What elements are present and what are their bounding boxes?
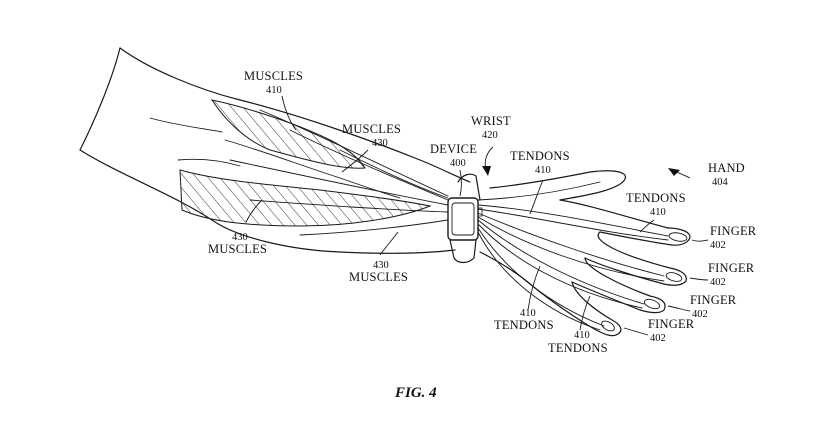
svg-text:DEVICE: DEVICE — [430, 142, 477, 156]
svg-text:410: 410 — [266, 85, 282, 96]
label-wrist: WRIST 420 — [471, 114, 511, 141]
forearm-muscle-lines — [229, 109, 449, 236]
svg-text:430: 430 — [232, 232, 248, 243]
svg-text:MUSCLES: MUSCLES — [208, 242, 267, 256]
arm-outline — [79, 47, 471, 254]
svg-text:TENDONS: TENDONS — [626, 191, 686, 205]
svg-text:HAND: HAND — [708, 161, 745, 175]
svg-text:404: 404 — [712, 177, 729, 188]
label-tendons-mid: 410 TENDONS — [494, 308, 554, 332]
svg-text:402: 402 — [710, 277, 726, 288]
svg-text:TENDONS: TENDONS — [494, 318, 554, 332]
svg-text:430: 430 — [372, 138, 388, 149]
svg-text:FINGER: FINGER — [710, 224, 757, 238]
label-muscles-410: MUSCLES 410 — [244, 69, 303, 96]
svg-text:410: 410 — [535, 165, 551, 176]
svg-text:FINGER: FINGER — [690, 293, 737, 307]
svg-text:410: 410 — [574, 330, 590, 341]
svg-text:TENDONS: TENDONS — [548, 341, 608, 355]
svg-text:410: 410 — [520, 308, 536, 319]
hand-outline — [479, 170, 691, 337]
leader-lines — [245, 95, 709, 336]
svg-text:FINGER: FINGER — [648, 317, 695, 331]
svg-text:420: 420 — [482, 130, 498, 141]
figure-caption: FIG. 4 — [394, 385, 437, 401]
label-muscles-430-left: 430 MUSCLES — [208, 232, 267, 256]
label-finger-1: FINGER 402 — [710, 224, 757, 251]
svg-text:WRIST: WRIST — [471, 114, 511, 128]
svg-text:MUSCLES: MUSCLES — [244, 69, 303, 83]
svg-text:MUSCLES: MUSCLES — [342, 122, 401, 136]
wrist-device — [447, 173, 483, 264]
label-muscles-430-top: MUSCLES 430 — [342, 122, 401, 149]
svg-text:402: 402 — [710, 240, 726, 251]
svg-text:FINGER: FINGER — [708, 261, 755, 275]
svg-text:MUSCLES: MUSCLES — [349, 270, 408, 284]
label-finger-4: FINGER 402 — [648, 317, 695, 344]
svg-text:410: 410 — [650, 207, 666, 218]
label-tendons-top: TENDONS 410 — [510, 149, 570, 176]
label-finger-2: FINGER 402 — [708, 261, 755, 288]
label-tendons-hand: TENDONS 410 — [626, 191, 686, 218]
label-tendons-low: 410 TENDONS — [548, 330, 608, 355]
svg-text:402: 402 — [650, 333, 666, 344]
svg-text:402: 402 — [692, 309, 708, 320]
label-finger-3: FINGER 402 — [690, 293, 737, 320]
svg-text:TENDONS: TENDONS — [510, 149, 570, 163]
label-device: DEVICE 400 — [430, 142, 477, 169]
label-hand: HAND 404 — [708, 161, 745, 188]
svg-text:400: 400 — [450, 158, 466, 169]
label-muscles-430-bottom: 430 MUSCLES — [349, 260, 408, 284]
svg-text:430: 430 — [373, 260, 389, 271]
